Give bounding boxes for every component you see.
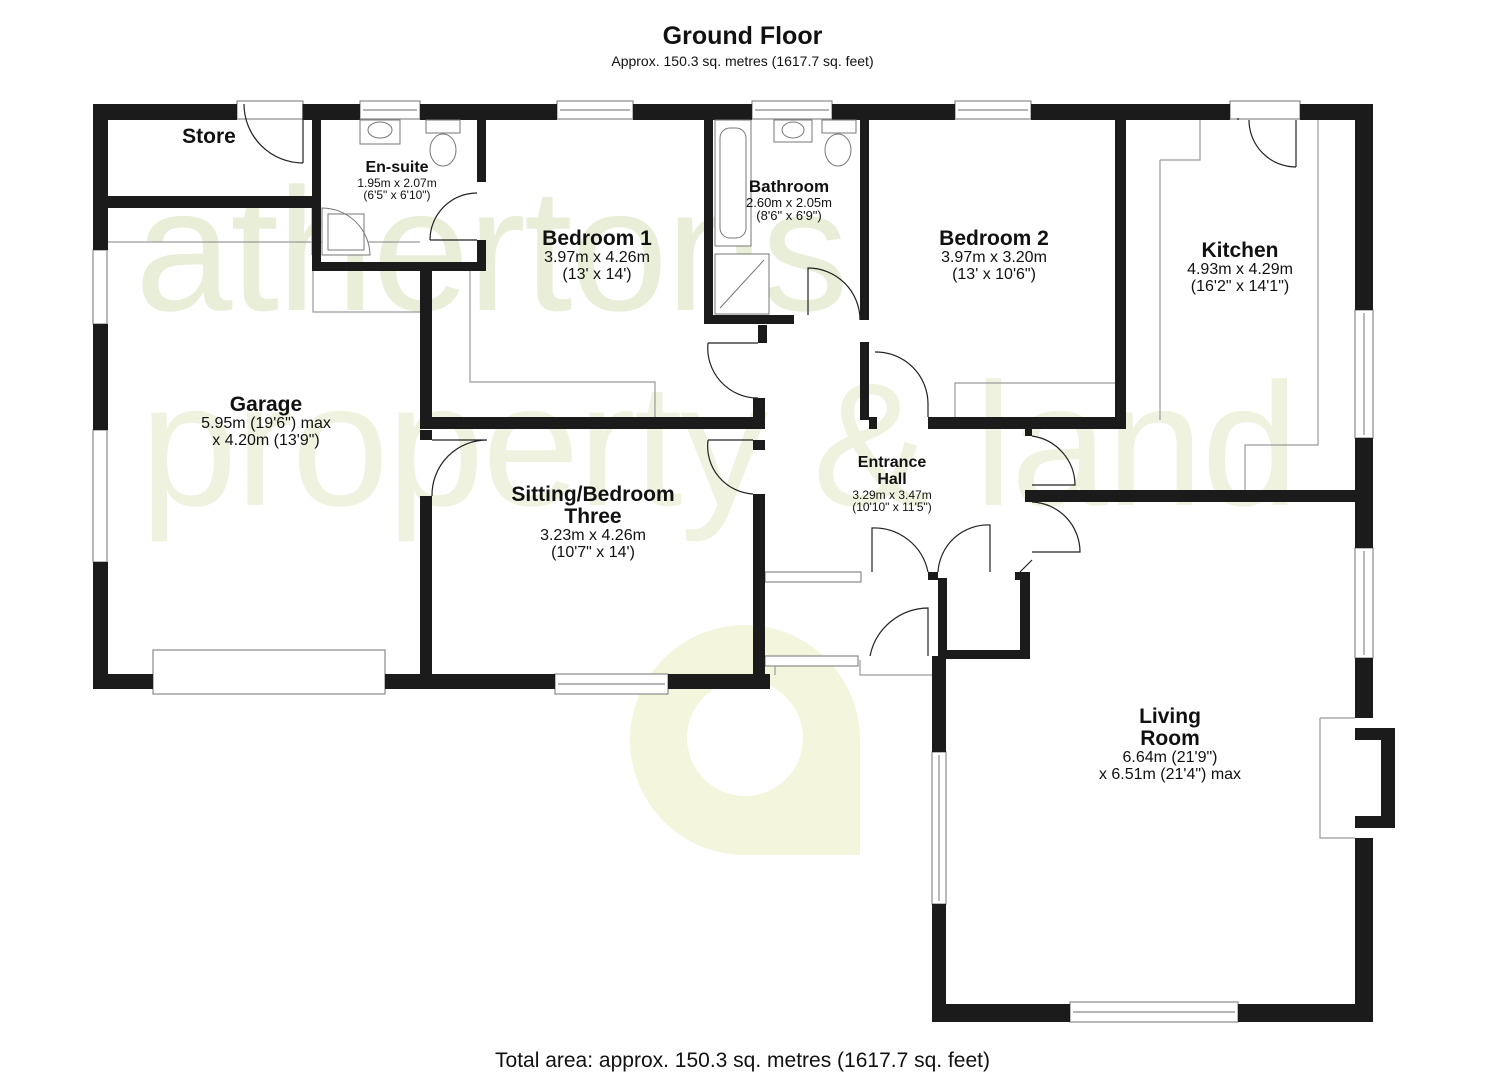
- room-name-line1: Living: [1139, 705, 1201, 728]
- room-name-line1: Sitting/Bedroom: [511, 483, 675, 506]
- room-imperial-size: (10'7" x 14'): [551, 543, 635, 561]
- room-name: Store: [182, 125, 236, 148]
- room-name-line2: Hall: [877, 470, 907, 488]
- floor-title: Ground Floor: [662, 22, 823, 50]
- room-imperial-size: (16'2" x 14'1"): [1190, 277, 1290, 295]
- total-area: Total area: approx. 150.3 sq. metres (16…: [495, 1049, 990, 1072]
- room-name: Garage: [229, 393, 303, 416]
- room-label-entrance-hall: Entrance Hall 3.29m x 3.47m (10'10" x 11…: [852, 454, 932, 515]
- room-label-bedroom-1: Bedroom 1 3.97m x 4.26m (13' x 14'): [542, 227, 652, 284]
- room-metric-size: 5.95m (19'6") max: [201, 415, 331, 433]
- room-imperial-size: x 6.51m (21'4") max: [1098, 765, 1242, 783]
- windows: [92, 100, 1374, 1023]
- room-label-bathroom: Bathroom 2.60m x 2.05m (8'6" x 6'9"): [746, 178, 832, 223]
- room-metric-size: 3.97m x 3.20m: [941, 249, 1047, 267]
- room-label-garage: Garage 5.95m (19'6") max x 4.20m (13'9"): [201, 393, 331, 450]
- room-label-sitting-bedroom-three: Sitting/Bedroom Three 3.23m x 4.26m (10'…: [511, 483, 675, 562]
- room-metric-size: 4.93m x 4.29m: [1187, 261, 1293, 279]
- room-name: En-suite: [365, 159, 429, 176]
- room-imperial-size: (6'5" x 6'10"): [363, 188, 431, 203]
- room-imperial-size: (8'6" x 6'9"): [756, 208, 822, 224]
- room-name-line2: Three: [564, 505, 622, 529]
- room-name-line1: Entrance: [857, 454, 927, 471]
- room-imperial-size: (13' x 10'6"): [952, 265, 1036, 283]
- doors: [243, 103, 1297, 657]
- room-label-store: Store: [182, 125, 236, 148]
- room-label-kitchen: Kitchen 4.93m x 4.29m (16'2" x 14'1"): [1187, 239, 1293, 296]
- room-metric-size: 3.23m x 4.26m: [540, 527, 646, 545]
- room-label-living-room: Living Room 6.64m (21'9") x 6.51m (21'4"…: [1098, 705, 1242, 784]
- room-label-ensuite: En-suite 1.95m x 2.07m (6'5" x 6'10"): [357, 159, 437, 203]
- room-metric-size: 6.64m (21'9"): [1122, 749, 1218, 767]
- room-name: Kitchen: [1201, 239, 1279, 262]
- room-name-line2: Room: [1140, 727, 1200, 751]
- room-imperial-size: (13' x 14'): [562, 265, 632, 283]
- walls: [93, 104, 1395, 1022]
- room-metric-size: 2.60m x 2.05m: [746, 194, 832, 210]
- room-name: Bedroom 1: [542, 227, 652, 250]
- room-metric-size: 1.95m x 2.07m: [357, 175, 437, 190]
- room-name: Bathroom: [748, 177, 830, 196]
- sanitary-fittings: [321, 119, 857, 315]
- room-label-bedroom-2: Bedroom 2 3.97m x 3.20m (13' x 10'6"): [939, 227, 1049, 284]
- floor-area-subtitle: Approx. 150.3 sq. metres (1617.7 sq. fee…: [611, 53, 874, 69]
- room-imperial-size: (10'10" x 11'5"): [852, 500, 932, 515]
- room-imperial-size: x 4.20m (13'9"): [212, 431, 320, 449]
- room-name: Bedroom 2: [939, 227, 1049, 250]
- room-metric-size: 3.29m x 3.47m: [852, 487, 932, 502]
- room-metric-size: 3.97m x 4.26m: [544, 249, 650, 267]
